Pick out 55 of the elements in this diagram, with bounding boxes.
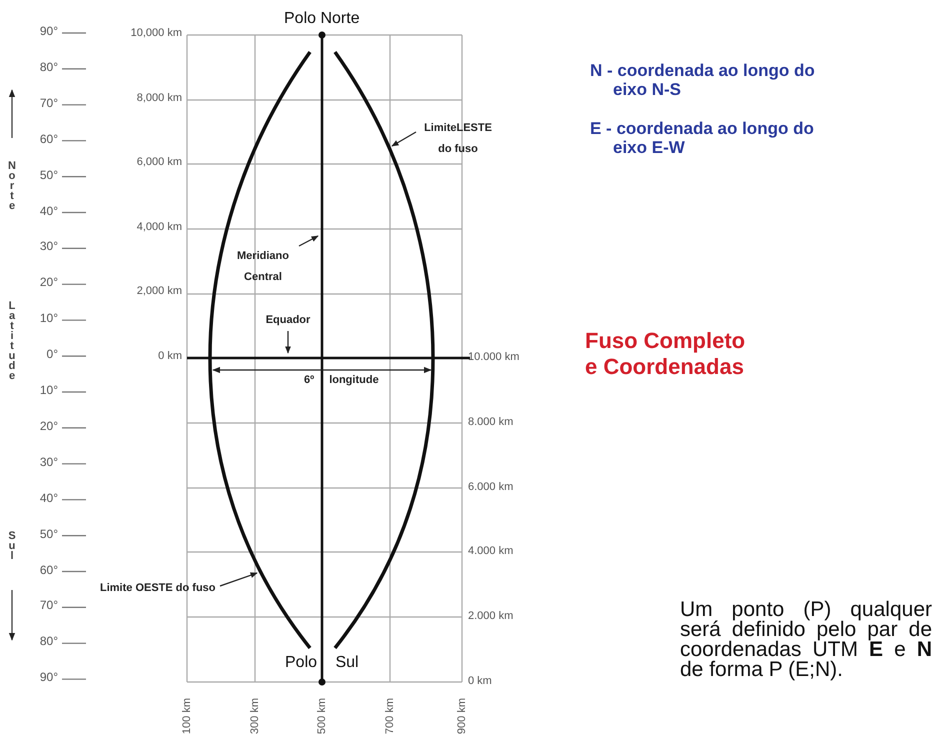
leader-line [298, 235, 319, 247]
distance-label: 100 km [180, 697, 194, 736]
leader-label: Meridiano Central [228, 246, 298, 288]
axis-title: Norte [6, 160, 17, 210]
leader-label: Equador [258, 310, 318, 331]
distance-label: 4.000 km [468, 545, 514, 558]
latitude-label: 80° [38, 60, 58, 74]
distance-label: 2.000 km [468, 610, 514, 622]
distance-label: 0 km [468, 675, 492, 688]
distance-label: 10.000 km [468, 351, 520, 364]
distance-label: 6.000 km [468, 480, 514, 493]
latitude-label: 70° [38, 599, 58, 613]
coordinate-note: N - coordenada ao longo do eixo N-S [590, 62, 816, 100]
explanation-text: Um ponto (P) qualquer será definido pelo par de coordenadas UTM E e N de forma P (E;N). [680, 600, 932, 680]
distance-label: 300 km [248, 697, 262, 736]
coordinate-note: E - coordenada ao longo do eixo E-W [590, 120, 815, 158]
latitude-label: 30° [38, 240, 58, 254]
latitude-label: 50° [38, 168, 58, 182]
latitude-label: 70° [38, 96, 58, 110]
latitude-label: 20° [38, 420, 58, 434]
latitude-label: 20° [38, 276, 58, 290]
pole-label: Polo Sul [285, 654, 359, 672]
diagram-title: Fuso Completo e Coordenadas [585, 328, 746, 381]
distance-label: 10,000 km [130, 27, 182, 40]
latitude-label: 90° [38, 25, 58, 38]
latitude-label: 10° [38, 384, 58, 398]
equator-line [187, 356, 470, 360]
latitude-label: 90° [38, 671, 58, 684]
latitude-label: 60° [38, 564, 58, 577]
leader-line [285, 331, 291, 354]
leader-line [391, 131, 416, 147]
latitude-label: 50° [38, 528, 58, 541]
distance-label: 8,000 km [136, 92, 182, 104]
distance-label: 900 km [456, 697, 468, 736]
latitude-label: 0° [46, 348, 58, 362]
latitude-label: 80° [38, 635, 58, 648]
pole-label: Polo Norte [284, 10, 360, 28]
latitude-label: 40° [38, 204, 58, 218]
leader-line [220, 572, 258, 587]
axis-title: Latitude [6, 300, 17, 380]
distance-label: 4,000 km [136, 220, 182, 233]
latitude-label: 30° [38, 456, 58, 469]
distance-label: 8.000 km [468, 416, 514, 428]
distance-label: 700 km [384, 697, 396, 736]
axis-title: Sul [6, 530, 17, 560]
latitude-label: 10° [38, 312, 58, 326]
distance-label: 500 km [316, 697, 328, 736]
distance-label: 2,000 km [136, 285, 182, 298]
leader-label: Limite OESTE do fuso [100, 578, 220, 599]
distance-label: 6,000 km [136, 156, 182, 168]
distance-label: 0 km [157, 350, 182, 362]
dimension-label: 6º longitude [304, 374, 379, 386]
latitude-label: 60° [38, 132, 58, 146]
latitude-label: 40° [38, 492, 58, 505]
leader-label: LimiteLESTE do fuso [418, 118, 498, 160]
